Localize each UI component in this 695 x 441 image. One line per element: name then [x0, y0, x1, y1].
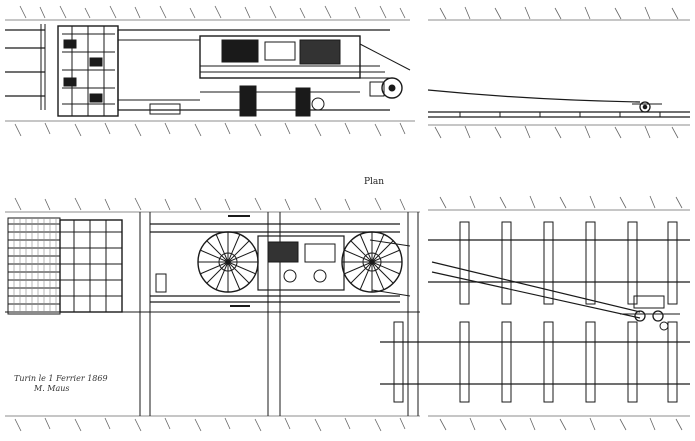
- signature-line-1: Turin le 1 Ferrier 1869: [14, 374, 108, 383]
- plan-wheel-left: [197, 231, 259, 293]
- ground-hatch-bottom-left: [5, 120, 415, 137]
- ground-hatch-top-left: [5, 5, 410, 21]
- sleepers-upper: [459, 221, 678, 305]
- signature-line-2: M. Maus: [34, 384, 70, 393]
- plan-label: Plan: [363, 177, 385, 187]
- elevation-track-extension: [427, 6, 690, 139]
- ground-hatch-plan-top-left: [5, 197, 420, 213]
- ground-hatch-plan-bottom-right: [428, 415, 690, 431]
- ground-hatch-plan-top-right: [428, 195, 690, 211]
- elevation-machine: [5, 5, 415, 137]
- ground-hatch-top-right: [428, 6, 690, 21]
- plan-wheel-right: [341, 231, 403, 293]
- plan-track-extension: [380, 195, 690, 431]
- plan-machine: [5, 197, 420, 432]
- signature: Turin le 1 Ferrier 1869 M. Maus: [14, 374, 108, 394]
- ground-hatch-bottom-right: [428, 124, 690, 139]
- sleepers-lower: [393, 321, 678, 403]
- ground-hatch-plan-bottom-left: [5, 415, 420, 432]
